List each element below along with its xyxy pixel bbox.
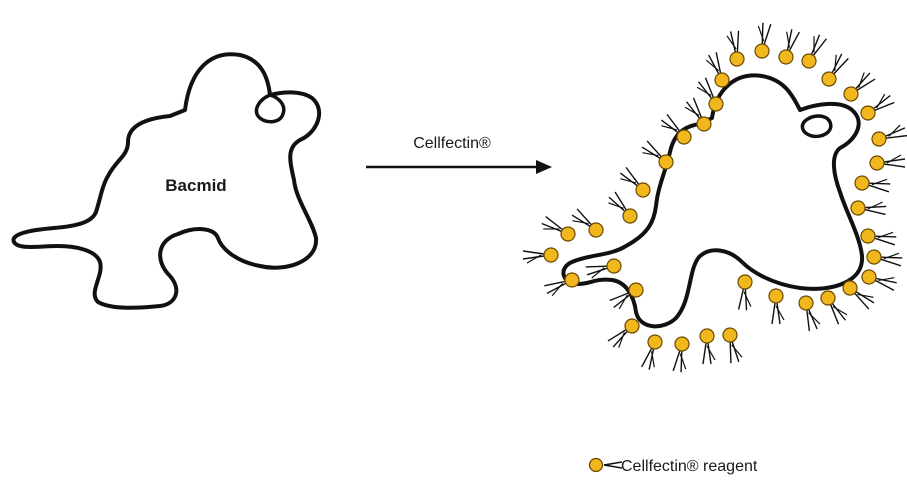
legend-label: Cellfectin® reagent bbox=[621, 458, 758, 475]
lipid-molecule-icon bbox=[727, 30, 745, 66]
lipid-molecule-icon bbox=[722, 327, 743, 364]
arrow-label: Cellfectin® bbox=[413, 135, 491, 152]
complex-dna-outline bbox=[563, 75, 862, 326]
lipid-molecule-icon bbox=[818, 288, 848, 326]
complex-dna-loop bbox=[802, 116, 830, 136]
lipid-molecule-icon bbox=[860, 227, 897, 248]
legend: Cellfectin® reagent bbox=[590, 458, 758, 475]
lipid-molecule-icon bbox=[523, 248, 558, 263]
lipid-molecule-icon bbox=[840, 70, 876, 104]
lipid-molecule-icon bbox=[776, 28, 802, 66]
lipid-molecule-icon bbox=[799, 33, 829, 71]
lipid-molecule-icon bbox=[700, 329, 715, 364]
lipid-molecule-icon bbox=[608, 280, 646, 310]
transfection-arrow-group: Cellfectin® bbox=[366, 135, 552, 174]
lipid-molecule-icon bbox=[854, 174, 891, 195]
lipid-molecule-icon bbox=[705, 51, 731, 89]
lipid-molecule-icon bbox=[618, 165, 653, 200]
lipid-layer bbox=[523, 22, 907, 373]
lipid-molecule-icon bbox=[753, 22, 774, 59]
lipid-molecule-icon bbox=[659, 112, 694, 147]
bacmid-label: Bacmid bbox=[165, 176, 226, 195]
lipid-molecule-icon bbox=[866, 248, 903, 269]
lipid-molecule-icon bbox=[860, 267, 898, 293]
lipid-molecule-icon bbox=[736, 274, 754, 310]
arrow-head bbox=[536, 160, 552, 174]
lipid-molecule-icon bbox=[769, 289, 784, 324]
lipid-molecule-icon bbox=[858, 92, 896, 122]
bacmid-lipid-complex-group bbox=[523, 22, 907, 373]
legend-lipid-icon bbox=[590, 459, 623, 472]
bacmid-dna-loop bbox=[257, 95, 284, 122]
lipid-molecule-icon bbox=[818, 51, 850, 88]
lipid-molecule-icon bbox=[639, 333, 665, 371]
lipid-molecule-icon bbox=[870, 155, 905, 170]
lipid-molecule-icon bbox=[606, 190, 640, 226]
lipid-molecule-icon bbox=[670, 336, 691, 373]
lipid-molecule-icon bbox=[585, 258, 622, 279]
lipid-molecule-icon bbox=[606, 316, 642, 350]
lipid-molecule-icon bbox=[870, 124, 907, 148]
lipid-molecule-icon bbox=[850, 199, 886, 217]
bacmid-dna-group: Bacmid bbox=[13, 54, 319, 308]
lipid-molecule-icon bbox=[797, 294, 821, 332]
lipid-molecule-icon bbox=[540, 214, 578, 244]
